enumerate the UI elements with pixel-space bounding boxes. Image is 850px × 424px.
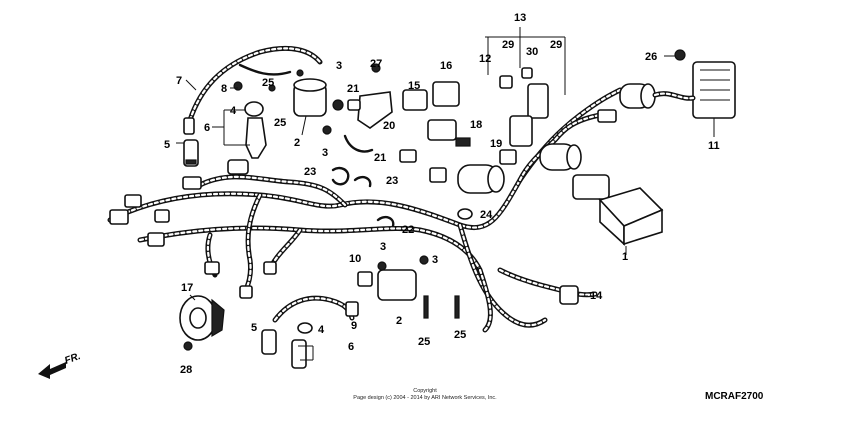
ignition-coil-upper bbox=[293, 69, 344, 135]
callout-23: 23 bbox=[304, 166, 316, 178]
copyright-line-1: Copyright bbox=[413, 388, 437, 394]
callout-19: 19 bbox=[490, 138, 502, 150]
callout-30: 30 bbox=[526, 46, 538, 58]
callout-20: 20 bbox=[383, 120, 395, 132]
callout-3: 3 bbox=[322, 147, 328, 159]
copyright-notice: Copyright Page design (c) 2004 - 2014 by… bbox=[300, 388, 550, 402]
callout-2: 2 bbox=[294, 137, 300, 149]
callout-24: 24 bbox=[480, 209, 493, 221]
callout-3: 3 bbox=[432, 254, 438, 266]
callout-5: 5 bbox=[164, 139, 170, 151]
switch-upper bbox=[233, 81, 276, 159]
left-connectors bbox=[109, 159, 277, 299]
callout-10: 10 bbox=[349, 253, 361, 265]
callout-4: 4 bbox=[230, 105, 237, 117]
callout-3: 3 bbox=[380, 241, 386, 253]
callout-13: 13 bbox=[514, 12, 526, 24]
front-label: FR. bbox=[63, 352, 82, 367]
bracket-group bbox=[343, 63, 393, 153]
arrow-left-icon: FR. bbox=[38, 351, 82, 379]
callout-2: 2 bbox=[396, 315, 402, 327]
callout-22: 22 bbox=[402, 224, 414, 236]
right-cylinders bbox=[539, 109, 617, 200]
horn bbox=[179, 295, 225, 351]
callout-6: 6 bbox=[348, 341, 354, 353]
callout-25: 25 bbox=[262, 77, 274, 89]
callout-12: 12 bbox=[479, 53, 491, 65]
diagram-code: MCRAF2700 bbox=[705, 391, 764, 402]
regulator-rectifier bbox=[619, 49, 736, 119]
connector-14 bbox=[559, 285, 579, 305]
callout-5: 5 bbox=[251, 322, 257, 334]
tachometer-wires bbox=[187, 45, 323, 123]
callout-4: 4 bbox=[318, 324, 325, 336]
ignition-coil-lower bbox=[357, 255, 460, 319]
clamps bbox=[331, 166, 473, 228]
callout-labels: 1 2 2 3 3 3 3 4 4 5 5 6 6 7 8 9 10 11 12… bbox=[164, 12, 720, 376]
speed-sensor-lower bbox=[261, 295, 359, 369]
callout-23: 23 bbox=[386, 175, 398, 187]
callout-25: 25 bbox=[418, 336, 430, 348]
callout-26: 26 bbox=[645, 51, 657, 63]
callout-16: 16 bbox=[440, 60, 452, 72]
callout-1: 1 bbox=[622, 251, 628, 263]
leader-lines bbox=[176, 27, 715, 361]
front-direction-marker: FR. bbox=[36, 351, 96, 385]
callout-29: 29 bbox=[550, 39, 562, 51]
callout-8: 8 bbox=[221, 83, 227, 95]
callout-15: 15 bbox=[408, 80, 420, 92]
callout-21: 21 bbox=[374, 152, 386, 164]
callout-14: 14 bbox=[590, 290, 603, 302]
callout-29: 29 bbox=[502, 39, 514, 51]
copyright-line-2: Page design (c) 2004 - 2014 by ARI Netwo… bbox=[353, 395, 497, 401]
callout-25: 25 bbox=[454, 329, 466, 341]
callout-21: 21 bbox=[347, 83, 359, 95]
speed-sensor-upper bbox=[183, 117, 199, 167]
callout-11: 11 bbox=[708, 140, 720, 152]
callout-7: 7 bbox=[176, 75, 182, 87]
callout-17: 17 bbox=[181, 282, 193, 294]
cylinder-19 bbox=[457, 164, 505, 194]
connector-group-13 bbox=[499, 67, 549, 165]
callout-3: 3 bbox=[336, 60, 342, 72]
callout-25: 25 bbox=[274, 117, 286, 129]
main-harness bbox=[107, 87, 623, 333]
callout-6: 6 bbox=[204, 122, 210, 134]
callout-28: 28 bbox=[180, 364, 192, 376]
callout-9: 9 bbox=[351, 320, 357, 332]
relays bbox=[399, 81, 471, 183]
callout-18: 18 bbox=[470, 119, 482, 131]
ecm-unit bbox=[598, 187, 664, 246]
callout-27: 27 bbox=[370, 58, 382, 70]
